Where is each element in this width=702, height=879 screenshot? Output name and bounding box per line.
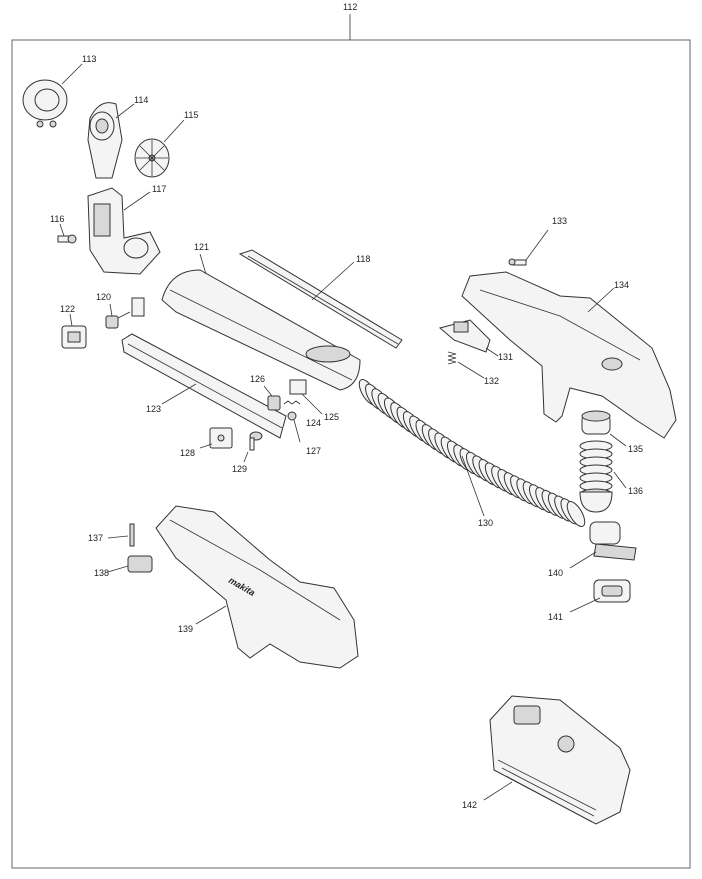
part-label: 114 (134, 95, 148, 105)
part-130-hose (358, 379, 586, 527)
bellows-end-cup (579, 491, 613, 513)
part-label: 123 (146, 404, 161, 414)
hose-ring (566, 501, 586, 527)
part-label: 115 (184, 110, 198, 120)
part-120-button (105, 297, 145, 329)
part-140-elbow (589, 521, 637, 561)
part-139-lower-housing: makita (155, 505, 359, 669)
part-label: 124 (306, 418, 321, 428)
part-label: 120 (96, 292, 111, 302)
part-137-pin (129, 523, 135, 547)
part-131-lever (438, 319, 491, 353)
part-128-bracket (209, 427, 233, 449)
part-123-long-rail (121, 333, 287, 439)
part-label: 133 (552, 216, 567, 226)
part-118-rail (238, 249, 403, 349)
part-117-nozzle-body (87, 187, 161, 275)
assembly-number-label: 112 (343, 2, 357, 12)
part-label: 129 (232, 464, 247, 474)
part-135-hose-cap (581, 410, 611, 435)
part-label: 135 (628, 444, 643, 454)
part-label: 131 (498, 352, 513, 362)
part-label: 118 (356, 254, 370, 264)
part-125-plate (289, 379, 307, 395)
part-127-ball (287, 411, 297, 421)
part-label: 117 (152, 184, 166, 194)
part-136-bellows (579, 440, 613, 513)
part-label: 130 (478, 518, 493, 528)
part-label: 127 (306, 446, 321, 456)
part-label: 113 (82, 54, 96, 64)
part-label: 136 (628, 486, 643, 496)
part-label: 128 (180, 448, 195, 458)
part-134-upper-housing (461, 271, 677, 439)
part-label: 141 (548, 612, 563, 622)
diagram-frame (11, 39, 691, 869)
part-label: 140 (548, 568, 563, 578)
part-121-cover-tube (161, 269, 361, 391)
part-142-dust-box (489, 695, 631, 825)
part-label: 142 (462, 800, 477, 810)
part-label: 132 (484, 376, 499, 386)
part-122-clip (61, 325, 87, 349)
part-label: 122 (60, 304, 75, 314)
part-129-pin (249, 431, 263, 451)
part-126-stopper (267, 395, 281, 411)
part-113-ring-cap (22, 79, 68, 128)
part-label: 137 (88, 533, 103, 543)
part-115-filter-disc (134, 138, 170, 178)
part-label: 134 (614, 280, 629, 290)
part-116-screw (57, 234, 77, 244)
part-132-spring (447, 351, 457, 365)
part-114-nozzle-holder (87, 102, 123, 179)
part-label: 125 (324, 412, 339, 422)
part-label: 138 (94, 568, 109, 578)
part-label: 121 (194, 242, 209, 252)
part-138-switch (127, 555, 153, 573)
part-label: 139 (178, 624, 193, 634)
part-141-seal (593, 579, 631, 603)
part-124-spring (283, 400, 301, 405)
part-label: 126 (250, 374, 265, 384)
part-label: 116 (50, 214, 64, 224)
part-133-screw (508, 258, 527, 266)
